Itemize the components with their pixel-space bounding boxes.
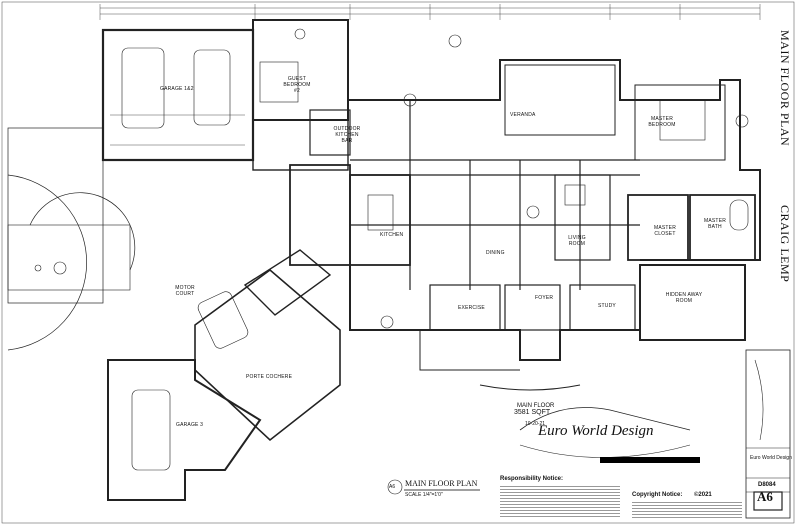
sheet-number: A6 [757, 489, 773, 504]
room-master-closet: MASTER CLOSET [653, 225, 677, 237]
sheet-id-bubble: A6 [389, 484, 396, 490]
room-garage-1-2: GARAGE 1&2 [160, 86, 194, 92]
room-study: STUDY [598, 303, 616, 309]
room-hidden-away-room: HIDDEN AWAY ROOM [665, 292, 703, 304]
room-porte-cochere: PORTE COCHERE [246, 374, 293, 380]
responsibility-title: Responsibility Notice: [500, 476, 564, 482]
plan-scale: SCALE 1/4"=1'0" [405, 492, 443, 498]
room-motor-court: MOTOR COURT [175, 285, 195, 297]
title-block-firm: Euro World Design [750, 455, 792, 461]
room-foyer: FOYER [535, 295, 554, 301]
area-date: 10-20-21 [525, 421, 546, 427]
room-exercise: EXERCISE [458, 305, 485, 311]
room-outdoor-kitchen: OUTDOOR KITCHEN BAR [333, 126, 361, 144]
side-title-client: CRAIG LEMP [778, 205, 792, 283]
copyright-year: ©2021 [694, 492, 712, 498]
room-kitchen: KITCHEN [380, 232, 404, 238]
room-veranda: VERANDA [510, 112, 536, 118]
room-guest-bedroom: GUEST BEDROOM #2 [283, 76, 311, 94]
room-master-bath: MASTER BATH [704, 218, 727, 230]
area-sqft: 3581 SQFT [514, 409, 551, 416]
room-garage-3: GARAGE 3 [176, 422, 204, 428]
firm-logo: Euro World Design [538, 423, 654, 439]
side-title-plan: MAIN FLOOR PLAN [778, 30, 792, 147]
room-master-bedroom: MASTER BEDROOM [648, 116, 676, 128]
copyright-title: Copyright Notice: [632, 492, 683, 498]
area-title: MAIN FLOOR [517, 403, 555, 409]
room-living-room: LIVING ROOM [568, 235, 586, 247]
copyright-text [632, 500, 742, 520]
responsibility-text [500, 484, 620, 518]
plan-title: MAIN FLOOR PLAN [405, 479, 478, 488]
plan-number: D8084 [758, 482, 776, 488]
room-dining: DINING [486, 250, 505, 256]
